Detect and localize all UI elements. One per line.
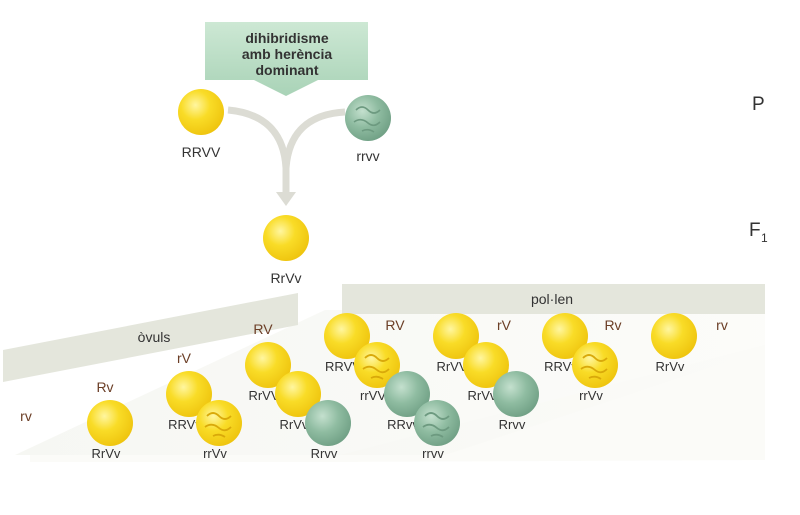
pollen-banner-bar [342,284,765,314]
ovuls-banner-label: òvuls [138,329,171,345]
f2-genotype-label: RRVv [544,359,578,374]
pea-yellow-round [178,89,224,135]
pea-yellow [275,371,321,417]
f2-pea-cell: RrVv [463,342,509,403]
f2-genotype-label: RRVv [168,417,202,432]
pea-yellow [572,342,618,388]
ovule-gamete-label: Rv [96,379,113,395]
f2-pea-cell: RrVV [433,313,479,374]
pea-yellow [542,313,588,359]
gamete-labels: RV rV Rv rv RV rV Rv rv [20,317,728,424]
pollen-gamete-label: Rv [604,317,621,333]
f2-genotype-label: RrVv [656,359,685,374]
f2-genotype-label: rrVV [360,388,386,403]
f2-pea-cell: RrVv [275,371,321,432]
cross-arrow-head [276,192,296,206]
f2-pea-cell: Rrvv [493,371,539,432]
pea-green-wrinkled [345,95,391,141]
f2-genotype-label: RrVv [92,446,121,461]
cross-arrow-right [282,108,346,169]
f2-pea-cell: RrVV [245,342,291,403]
f2-genotype-label: RrVv [468,388,497,403]
wrinkle-mark [580,354,608,380]
f2-genotype-label: Rrvv [311,446,338,461]
f2-pea-cell: RrVv [87,400,133,461]
f2-genotype-label: RrVV [436,359,467,374]
pea-green [493,371,539,417]
ovule-gamete-label: rv [20,408,32,424]
f2-genotype-label: RrVV [248,388,279,403]
pea-yellow [87,400,133,446]
generation-label-f1-base: F [749,220,761,241]
f2-pea-cell: RRvv [384,371,430,432]
f1-label: RrVv [270,270,301,286]
pollen-gamete-label: rV [497,317,512,333]
f2-pea-cell: RRVV [324,313,370,374]
pollen-banner: pol·len [342,284,765,314]
pollen-banner-label: pol·len [531,291,573,307]
pea-yellow [651,313,697,359]
title-line-3: dominant [256,62,319,78]
f2-genotype-label: RRVV [325,359,361,374]
f2-pea-cell: rrVv [572,342,618,403]
pea-yellow [196,400,242,446]
pea-green [384,371,430,417]
generation-label-f1: F 1 [749,220,768,245]
ovuls-banner-bar [3,293,298,382]
f2-pea-cell: RRVv [542,313,588,374]
ovuls-banner: òvuls [3,293,298,382]
f2-genotype-label: rrvv [422,446,444,461]
pea-yellow [166,371,212,417]
generation-label-f1-sub: 1 [761,231,768,245]
pollen-gamete-label: rv [716,317,728,333]
f2-pea-cell: RrVv [651,313,697,374]
wrinkle-mark [422,412,450,438]
f2-pea-cell: RRVv [166,371,212,432]
f2-pea-cell: Rrvv [305,400,351,461]
parent-left-label: RRVV [182,144,221,160]
f1-offspring: RrVv [263,215,309,286]
f2-genotype-label: rrVv [203,446,227,461]
title-box-shape [205,22,368,96]
cross-arrow-left [227,106,290,169]
pea-yellow [354,342,400,388]
pea-yellow-round [263,215,309,261]
wrinkle-mark [362,354,390,380]
f2-pea-cell: rrVV [354,342,400,403]
pea-yellow [433,313,479,359]
ovule-gamete-label: rV [177,350,192,366]
f2-genotype-label: RrVv [280,417,309,432]
f2-genotype-label: rrVv [579,388,603,403]
title-line-2: amb herència [242,46,332,62]
generation-label-p: P [752,94,765,115]
pea-green [305,400,351,446]
plane-background [30,345,765,462]
parent-dominant: RRVV [178,89,224,160]
f2-genotype-label: Rrvv [499,417,526,432]
wrinkle-mark [204,412,232,438]
pea-green [414,400,460,446]
pollen-gamete-label: RV [385,317,405,333]
wrinkle-mark [353,106,381,133]
title-line-1: dihibridisme [245,30,328,46]
f2-genotype-label: RRvv [387,417,419,432]
pea-yellow [245,342,291,388]
parent-right-label: rrvv [356,148,379,164]
pea-yellow [463,342,509,388]
title-box: dihibridisme amb herència dominant [205,22,368,96]
f2-pea-cell: rrvv [414,400,460,461]
ovule-gamete-label: RV [253,321,273,337]
pea-yellow [324,313,370,359]
cross-arrows [227,106,346,206]
f2-pea-cell: rrVv [196,400,242,461]
parent-recessive: rrvv [345,95,391,164]
